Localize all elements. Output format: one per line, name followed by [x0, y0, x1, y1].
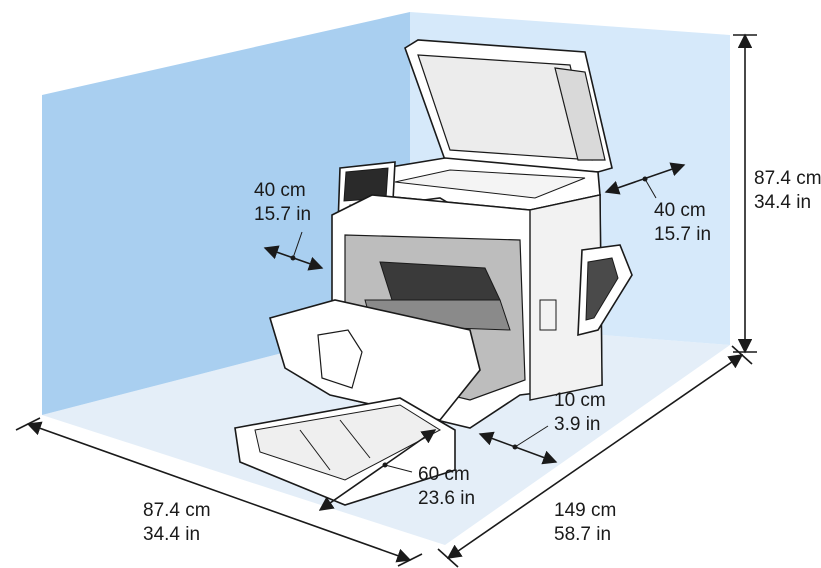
depth-arrow — [26, 421, 412, 563]
height-in-label: 34.4 in — [754, 192, 811, 213]
left-clearance-cm-label: 40 cm — [254, 180, 306, 201]
width-tick-left — [437, 548, 459, 568]
width-arrow — [446, 354, 744, 559]
width-cm-label: 149 cm — [554, 500, 616, 521]
height-cm-label: 87.4 cm — [754, 168, 821, 189]
rear-clearance-in-label: 3.9 in — [554, 414, 600, 435]
width-in-label: 58.7 in — [554, 524, 611, 545]
depth-in-label: 34.4 in — [143, 524, 200, 545]
front-clearance-in-label: 23.6 in — [418, 488, 475, 509]
side-vent — [539, 299, 557, 331]
right-clearance-in-label: 15.7 in — [654, 224, 711, 245]
rear-clearance-cm-label: 10 cm — [554, 390, 606, 411]
dimension-lines — [15, 33, 757, 568]
toner-cartridge — [379, 261, 501, 301]
front-clearance-cm-label: 60 cm — [418, 464, 470, 485]
depth-tick-right — [397, 553, 423, 567]
right-clearance-cm-label: 40 cm — [654, 200, 706, 221]
document-feeder — [554, 67, 606, 161]
dimension-labels: 87.4 cm 34.4 in 40 cm 15.7 in 40 cm 15.7… — [143, 168, 821, 545]
rear-door-inner — [585, 257, 619, 321]
width-tick-right — [731, 345, 753, 365]
scanner-glass — [394, 169, 586, 199]
left-clearance-leader — [292, 231, 303, 259]
right-clearance-leader — [644, 178, 657, 199]
front-door-window — [317, 329, 363, 389]
depth-tick-left — [15, 417, 41, 431]
depth-cm-label: 87.4 cm — [143, 500, 211, 521]
left-clearance-in-label: 15.7 in — [254, 204, 311, 225]
